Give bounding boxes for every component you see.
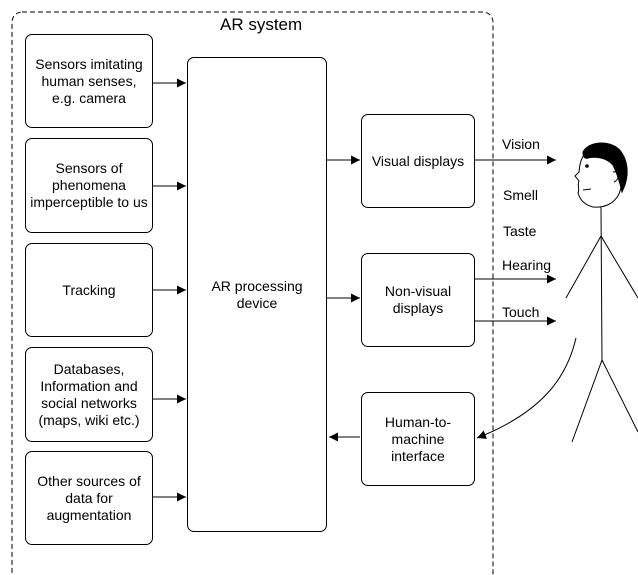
nonvisual-displays-label: Non-visual displays (384, 283, 452, 316)
human-eye (585, 164, 589, 168)
input-sensors-human-senses: Sensors imitating human senses, e.g. cam… (25, 34, 153, 128)
input-sensors-human-senses-label: Sensors imitating human senses, e.g. cam… (35, 55, 143, 106)
human-hair (582, 142, 628, 194)
sense-smell-label: Smell (503, 187, 539, 203)
ar-processing-device: AR processing device (187, 57, 327, 532)
sense-vision-label: Vision (502, 136, 540, 152)
input-tracking-label: Tracking (62, 281, 116, 298)
visual-displays: Visual displays (361, 114, 475, 208)
ar-system-title: AR system (220, 15, 303, 34)
human-to-machine-interface-label: Human-to-machine interface (384, 413, 452, 464)
human-body (600, 206, 603, 363)
human-ear (612, 171, 619, 183)
input-tracking: Tracking (25, 243, 153, 337)
ar-system-boundary (11, 11, 494, 575)
input-other-sources-label: Other sources of data for augmentation (37, 472, 141, 523)
input-databases: Databases, Information and social networ… (25, 347, 153, 442)
input-databases-label: Databases, Information and social networ… (38, 360, 140, 428)
ar-processing-device-label: AR processing device (211, 277, 303, 311)
input-sensors-imperceptible: Sensors of phenomena imperceptible to us (25, 138, 153, 233)
human-left-arm (565, 235, 602, 299)
human-left-leg (571, 359, 603, 443)
human-right-arm (600, 235, 638, 299)
sense-taste-label: Taste (503, 223, 537, 239)
sense-hearing-label: Hearing (502, 257, 552, 273)
sense-touch-label: Touch (502, 304, 540, 320)
human-mouth (582, 188, 592, 191)
human-to-machine-interface: Human-to-machine interface (361, 392, 475, 486)
input-sensors-imperceptible-label: Sensors of phenomena imperceptible to us (30, 160, 148, 210)
nonvisual-displays: Non-visual displays (361, 253, 475, 347)
human-figure (565, 142, 638, 443)
visual-displays-label: Visual displays (371, 152, 465, 169)
arrow-human-to-hmi (476, 337, 577, 439)
human-right-leg (601, 359, 638, 433)
input-other-sources: Other sources of data for augmentation (25, 451, 153, 545)
